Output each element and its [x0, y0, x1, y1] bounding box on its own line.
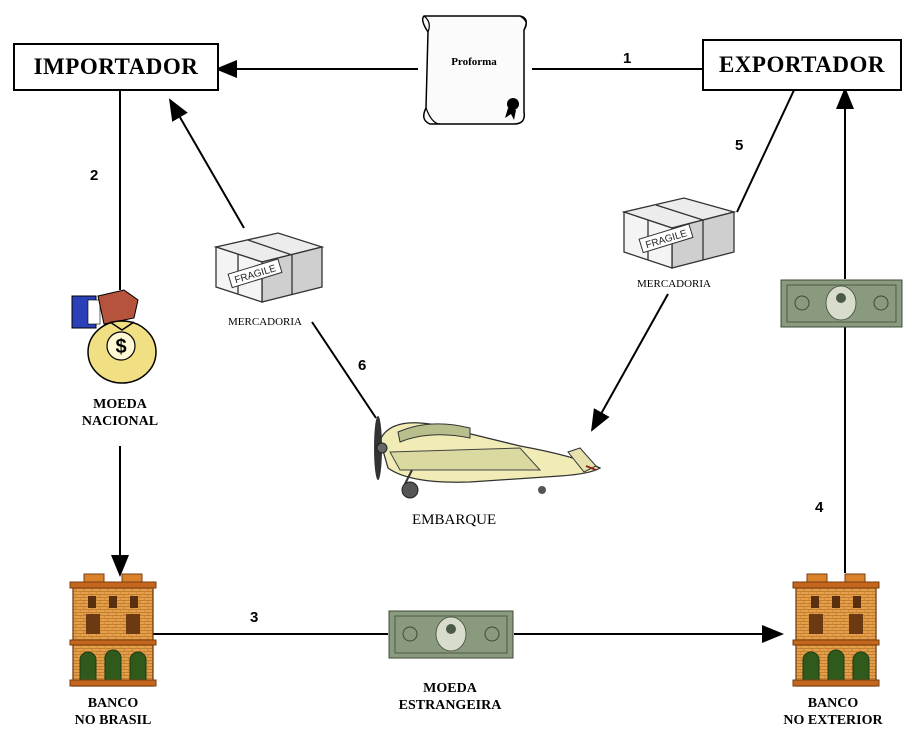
connector-goods-importer	[168, 98, 245, 229]
bank-brazil-label: BANCO NO BRASIL	[48, 695, 178, 729]
connectors	[111, 60, 854, 643]
importer-node: IMPORTADOR	[13, 43, 219, 91]
proforma-label: Proforma	[451, 56, 497, 68]
goods-label-left: MERCADORIA	[228, 316, 302, 328]
money-bag-icon: $	[71, 289, 157, 384]
bank-brazil-line2: NO BRASIL	[74, 713, 152, 728]
importer-label: IMPORTADOR	[33, 54, 199, 79]
goods-label-right: MERCADORIA	[637, 278, 711, 290]
airplane-icon	[374, 416, 602, 499]
step-2: 2	[90, 167, 98, 184]
banknote-foreign-icon	[388, 610, 514, 659]
connector-plane-goods	[311, 321, 377, 419]
step-5: 5	[735, 137, 743, 154]
bank-abroad-icon	[792, 573, 880, 687]
shipment-label: EMBARQUE	[412, 512, 497, 528]
bank-brazil-icon	[69, 573, 157, 687]
foreign-currency-line2: ESTRANGEIRA	[398, 698, 502, 713]
bank-abroad-label: BANCO NO EXTERIOR	[766, 695, 900, 729]
foreign-currency-label: MOEDA ESTRANGEIRA	[370, 680, 530, 714]
goods-box-right: FRAGILE	[621, 197, 737, 269]
bank-brazil-line1: BANCO	[87, 696, 139, 711]
banknote-exporter-icon	[780, 279, 903, 328]
bank-abroad-line1: BANCO	[807, 696, 859, 711]
goods-box-left: FRAGILE	[213, 232, 325, 303]
national-currency-line1: MOEDA	[93, 397, 147, 412]
connector-exporter-goods	[736, 87, 796, 213]
proforma-scroll: Proforma	[421, 15, 527, 125]
connector-goods-plane	[591, 293, 669, 432]
national-currency-line2: NACIONAL	[81, 414, 159, 429]
svg-text:$: $	[115, 336, 126, 358]
national-currency-label: MOEDA NACIONAL	[60, 396, 180, 430]
step-1: 1	[623, 50, 631, 67]
foreign-currency-line1: MOEDA	[423, 681, 477, 696]
step-6: 6	[358, 357, 366, 374]
bank-abroad-line2: NO EXTERIOR	[783, 713, 883, 728]
step-4: 4	[815, 499, 824, 516]
exporter-node: EXPORTADOR	[702, 39, 902, 91]
step-3: 3	[250, 609, 258, 626]
exporter-label: EXPORTADOR	[718, 52, 886, 77]
